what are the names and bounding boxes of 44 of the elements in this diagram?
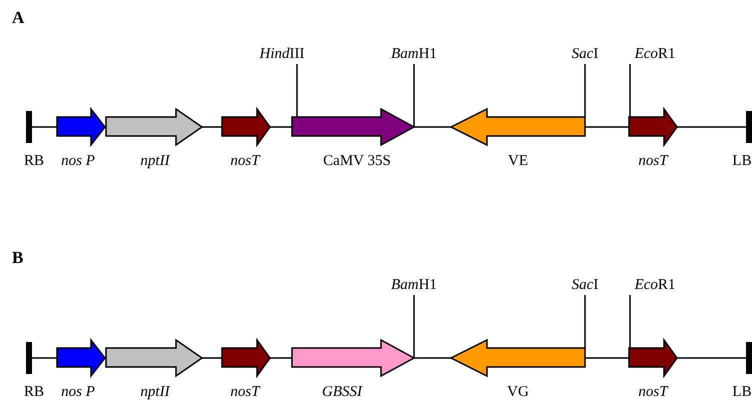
element-label: nosT	[638, 383, 668, 401]
element-label: nptII	[140, 152, 170, 170]
element-label: CaMV 35S	[323, 152, 391, 170]
dna-backbone-line	[677, 126, 746, 128]
restriction-site-label: EcoR1	[634, 276, 676, 294]
restriction-site-label: BamH1	[391, 45, 437, 63]
dna-backbone-line	[202, 357, 222, 359]
dna-backbone-line	[32, 126, 57, 128]
element-label: VE	[508, 152, 528, 170]
leader-line	[629, 64, 631, 117]
restriction-site-label: SacI	[572, 276, 598, 294]
dna-backbone-line	[677, 357, 746, 359]
element-label: nosT	[230, 152, 260, 170]
leader-line	[629, 295, 631, 348]
dna-backbone-line	[414, 126, 451, 128]
panel-letter: B	[12, 248, 24, 268]
leader-line	[296, 64, 298, 117]
element-label: nos P	[61, 152, 95, 170]
element-label: nosT	[230, 383, 260, 401]
element-label: LB	[732, 383, 752, 401]
restriction-site-label: EcoR1	[634, 45, 676, 63]
element-label: GBSSI	[322, 383, 362, 401]
dna-backbone-line	[585, 357, 629, 359]
element-label: RB	[24, 383, 44, 401]
element-label: nptII	[140, 383, 170, 401]
element-label: VG	[507, 383, 529, 401]
restriction-site-label: SacI	[572, 45, 598, 63]
leader-line	[584, 295, 586, 348]
dna-backbone-line	[32, 357, 57, 359]
dna-backbone-line	[270, 357, 292, 359]
leader-line	[413, 295, 415, 358]
restriction-site-label: BamH1	[391, 276, 437, 294]
leader-line	[584, 64, 586, 117]
dna-backbone-line	[585, 126, 629, 128]
panel-letter: A	[12, 8, 24, 28]
element-label: LB	[732, 152, 752, 170]
dna-backbone-line	[202, 126, 222, 128]
element-label: nos P	[61, 383, 95, 401]
leader-line	[413, 64, 415, 127]
element-label: nosT	[638, 152, 668, 170]
dna-backbone-line	[270, 126, 292, 128]
restriction-site-label: HindIII	[260, 45, 304, 63]
element-label: RB	[24, 152, 44, 170]
dna-backbone-line	[414, 357, 451, 359]
